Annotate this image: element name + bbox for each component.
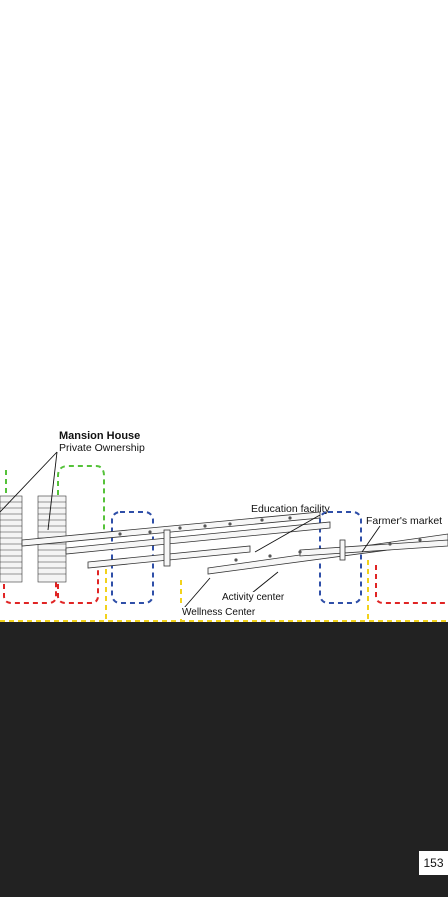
mansion-house-label: Mansion House (59, 430, 141, 442)
page-number: 153 (419, 851, 448, 875)
tower-stack-left (0, 495, 23, 583)
leader-lines (0, 451, 381, 609)
activity-center-label: Activity center (220, 592, 287, 604)
education-facility-label: Education facility (251, 503, 330, 515)
wellness-center-label: Wellness Center (180, 607, 258, 619)
tree-markers (118, 516, 422, 562)
terrace-structure (21, 511, 448, 575)
private-ownership-label: Private Ownership (59, 442, 145, 454)
green-outline-tower (57, 465, 105, 540)
dark-ground (0, 622, 448, 897)
red-outline-right (375, 565, 448, 604)
farmers-market-label: Farmer's market (366, 515, 443, 527)
red-outline-mid (57, 565, 99, 604)
